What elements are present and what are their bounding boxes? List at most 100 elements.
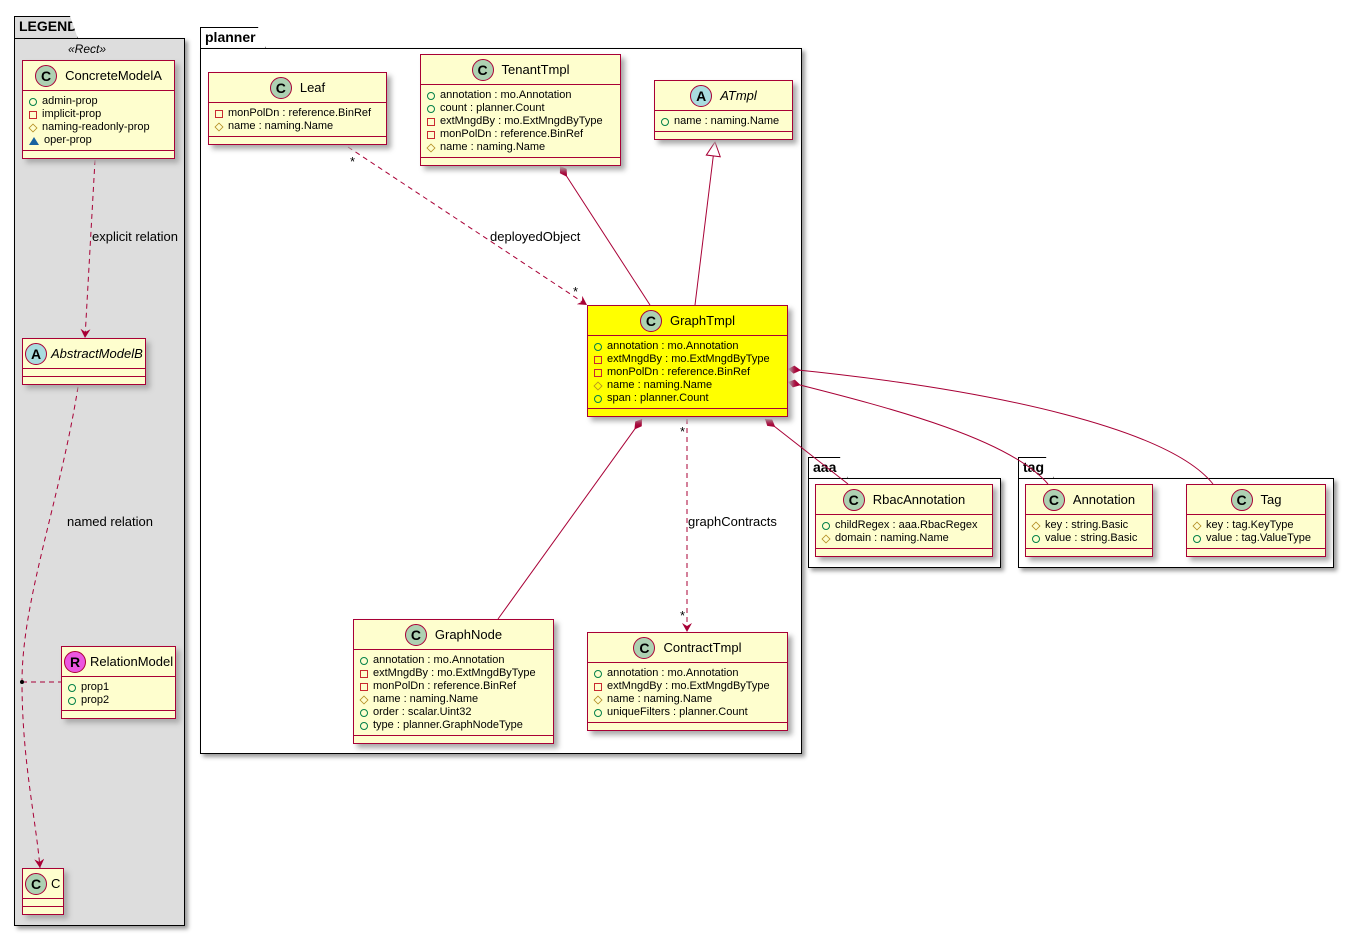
class-icon: C	[269, 76, 292, 99]
edge-graph-node	[497, 418, 643, 620]
class-name: ContractTmpl	[663, 640, 742, 655]
attribute-text: order : scalar.Uint32	[373, 706, 472, 718]
attribute-row: order : scalar.Uint32	[360, 706, 547, 719]
attribute-text: extMngdBy : mo.ExtMngdByType	[373, 667, 536, 679]
method-list	[816, 549, 992, 556]
attribute-text: annotation : mo.Annotation	[607, 667, 739, 679]
label-graph-contracts: graphContracts	[688, 514, 777, 529]
attribute-text: extMngdBy : mo.ExtMngdByType	[607, 353, 770, 365]
attribute-text: annotation : mo.Annotation	[607, 340, 739, 352]
edge-graph-tag	[787, 365, 1214, 485]
class-icon: C	[25, 872, 47, 895]
attribute-text: annotation : mo.Annotation	[440, 89, 572, 101]
class-icon: C	[1230, 488, 1253, 511]
class-name: ATmpl	[720, 88, 757, 103]
attribute-row: name : naming.Name	[426, 141, 614, 154]
edge-graph-atmpl	[694, 142, 715, 306]
attribute-row: prop1	[68, 681, 169, 694]
method-list	[209, 137, 386, 144]
private-visibility-icon	[594, 368, 602, 377]
protected-visibility-icon	[1192, 520, 1202, 531]
attribute-row: monPolDn : reference.BinRef	[594, 366, 781, 379]
attribute-text: extMngdBy : mo.ExtMngdByType	[440, 115, 603, 127]
class-name: RbacAnnotation	[872, 492, 966, 507]
method-list	[1026, 549, 1152, 556]
label-explicit-relation: explicit relation	[92, 229, 178, 244]
attribute-text: name : naming.Name	[440, 141, 546, 153]
attribute-text: value : string.Basic	[1045, 532, 1138, 544]
attribute-row: annotation : mo.Annotation	[594, 667, 781, 680]
attribute-row: extMngdBy : mo.ExtMngdByType	[594, 353, 781, 366]
attribute-row: oper-prop	[29, 134, 168, 147]
class-header: C RbacAnnotation	[816, 485, 992, 515]
public-visibility-icon	[1193, 534, 1201, 543]
class-icon: C	[471, 58, 494, 81]
public-visibility-icon	[29, 97, 37, 106]
attribute-row: value : string.Basic	[1032, 532, 1146, 545]
attribute-text: monPolDn : reference.BinRef	[440, 128, 584, 140]
class-rbac[interactable]: C RbacAnnotation childRegex : aaa.RbacRege…	[815, 484, 993, 557]
edge-graph-rbac	[764, 418, 849, 485]
private-visibility-icon	[594, 355, 602, 364]
attribute-text: annotation : mo.Annotation	[373, 654, 505, 666]
method-list	[23, 151, 174, 158]
private-visibility-icon	[215, 109, 223, 118]
attribute-row: key : tag.KeyType	[1192, 519, 1319, 532]
method-list	[23, 907, 63, 914]
attribute-row: uniqueFilters : planner.Count	[594, 706, 781, 719]
attribute-text: childRegex : aaa.RbacRegex	[835, 519, 978, 531]
public-visibility-icon	[594, 394, 602, 403]
private-visibility-icon	[29, 110, 37, 119]
public-visibility-icon	[427, 91, 435, 100]
protected-visibility-icon	[593, 380, 603, 391]
attribute-text: monPolDn : reference.BinRef	[228, 107, 372, 119]
attribute-row: prop2	[68, 694, 169, 707]
private-visibility-icon	[427, 117, 435, 126]
protected-visibility-icon	[426, 142, 436, 153]
edge-deployed-object	[347, 146, 588, 306]
attribute-row: implicit-prop	[29, 108, 168, 121]
attribute-row: name : naming.Name	[593, 693, 781, 706]
edge-explicit-relation	[80, 159, 96, 339]
multiplicity-leaf: *	[350, 154, 356, 169]
package-tab-legend: LEGEND	[14, 16, 78, 39]
attribute-text: count : planner.Count	[440, 102, 545, 114]
public-visibility-icon	[360, 721, 368, 730]
attribute-row: childRegex : aaa.RbacRegex	[822, 519, 986, 532]
method-list	[23, 377, 145, 384]
private-visibility-icon	[427, 130, 435, 139]
attribute-row: name : naming.Name	[359, 693, 547, 706]
attribute-text: name : naming.Name	[373, 693, 479, 705]
public-visibility-icon	[360, 708, 368, 717]
attribute-list	[23, 899, 63, 907]
attribute-row: annotation : mo.Annotation	[360, 654, 547, 667]
protected-visibility-icon	[214, 121, 224, 132]
class-icon: C	[842, 488, 865, 511]
